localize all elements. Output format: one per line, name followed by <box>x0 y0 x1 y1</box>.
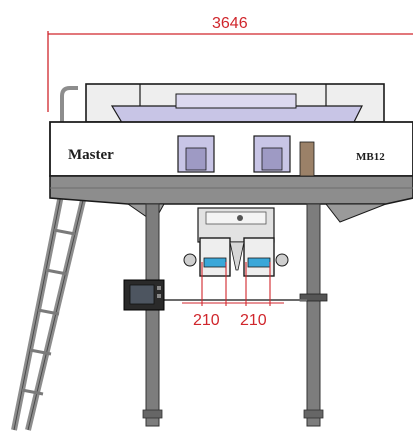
control-panel <box>123 279 165 311</box>
right-spacing-label: 210 <box>240 312 267 329</box>
foot-right <box>303 409 324 419</box>
foot-left <box>142 409 163 419</box>
ladder <box>11 86 87 431</box>
funnel-plate-right <box>324 203 387 223</box>
ladder-rung <box>45 268 68 276</box>
overall-width-label: 3646 <box>212 15 248 32</box>
feeder-window-left <box>185 147 207 171</box>
body-side-panel <box>299 141 315 177</box>
control-panel-button <box>157 286 161 290</box>
weigh-chamber-bolt <box>237 215 243 221</box>
outlet-blue-band-right <box>247 257 271 268</box>
leg-bracket-right <box>299 293 328 302</box>
brand-logo: Master <box>68 147 114 163</box>
model-label: MB12 <box>356 151 385 163</box>
outlet-module-right <box>243 237 275 277</box>
support-legs <box>142 203 328 427</box>
leg-left <box>145 203 160 427</box>
control-panel-button <box>157 294 161 298</box>
body-grey-band <box>49 175 413 205</box>
control-panel-screen <box>129 284 155 305</box>
actuator-left <box>183 253 197 267</box>
ladder-rung <box>29 348 52 356</box>
body-white-band <box>49 121 413 177</box>
actuator-right <box>275 253 289 267</box>
ladder-rung <box>37 308 60 316</box>
ladder-handrail <box>60 86 78 125</box>
outlet-spacing-dimensions: 210 210 <box>182 262 284 329</box>
main-body: Master MB12 <box>49 121 413 205</box>
outlet-module-left <box>199 237 231 277</box>
outlet-blue-band-left <box>203 257 227 268</box>
top-hopper <box>85 83 385 135</box>
purple-hopper-lid <box>175 93 297 109</box>
weigh-chamber-window <box>205 211 267 225</box>
leg-right <box>306 203 321 427</box>
overall-width-dimension: 3646 <box>47 15 413 112</box>
ladder-rung <box>21 388 44 396</box>
ladder-rung <box>53 228 76 236</box>
outlet-divider <box>229 241 245 271</box>
left-spacing-label: 210 <box>193 312 220 329</box>
funnel-section <box>126 203 387 277</box>
feeder-window-right <box>261 147 283 171</box>
